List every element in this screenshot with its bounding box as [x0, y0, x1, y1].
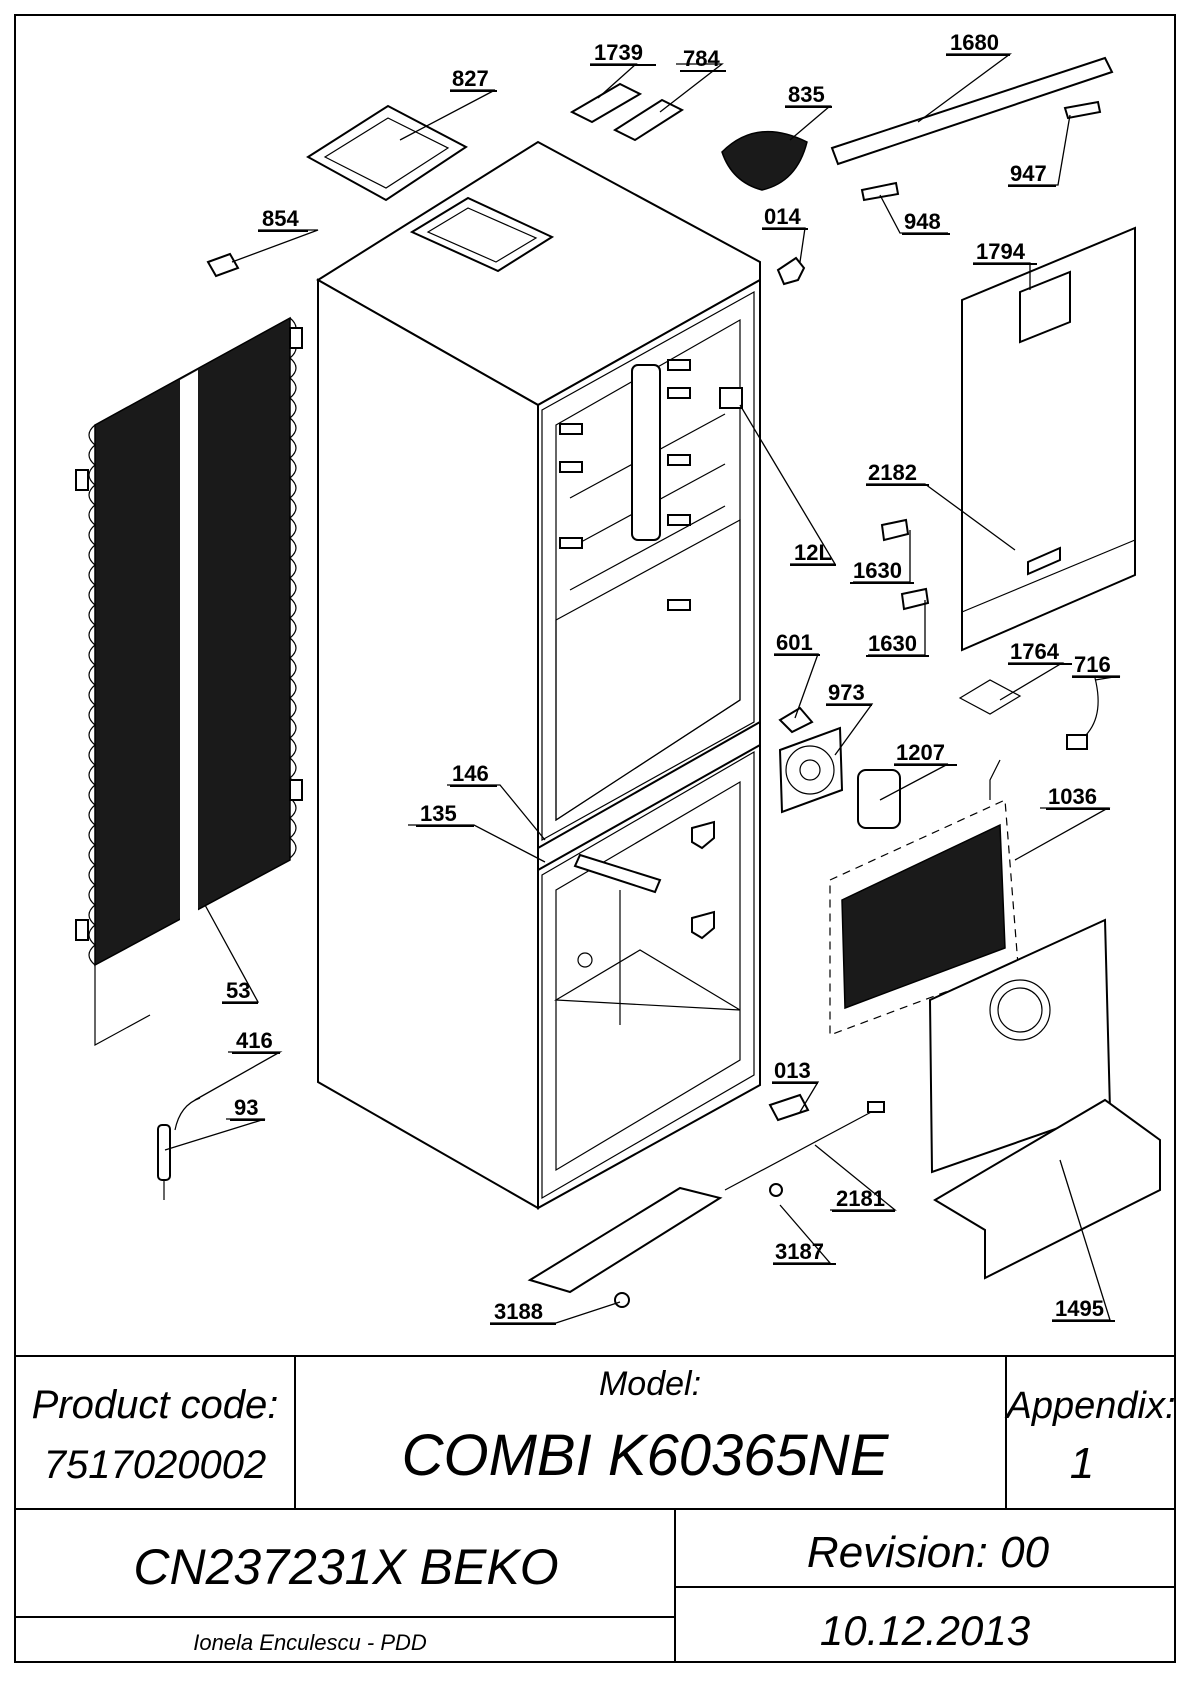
sheet-border	[14, 14, 1176, 1663]
revision: Revision: 00	[807, 1528, 1050, 1577]
product-code-value: 7517020002	[44, 1443, 266, 1487]
product-code-label: Product code:	[32, 1383, 279, 1427]
callout-1036: 1036	[1048, 784, 1097, 809]
callout-716: 716	[1074, 652, 1111, 677]
callout-416: 416	[236, 1028, 273, 1053]
callout-93: 93	[234, 1095, 258, 1120]
callout-013: 013	[774, 1058, 811, 1083]
model-value: COMBI K60365NE	[402, 1423, 890, 1488]
callout-135: 135	[420, 801, 457, 826]
part-code: CN237231X BEKO	[133, 1539, 558, 1595]
callouts: 1739 784 1680 827 835 947 854 014 948 17…	[226, 30, 1111, 1324]
callout-784: 784	[683, 46, 720, 71]
callout-1739: 1739	[594, 40, 643, 65]
callout-12L: 12L	[794, 540, 832, 565]
callout-1630b: 1630	[868, 631, 917, 656]
callout-1495: 1495	[1055, 1296, 1104, 1321]
callout-601: 601	[776, 630, 813, 655]
callout-1794: 1794	[976, 239, 1026, 264]
callout-948: 948	[904, 209, 941, 234]
callout-947: 947	[1010, 161, 1047, 186]
callout-underlines	[222, 54, 1120, 1325]
callout-854: 854	[262, 206, 299, 231]
callout-1764: 1764	[1010, 639, 1060, 664]
callout-2181: 2181	[836, 1186, 885, 1211]
right-parts	[527, 226, 1161, 1308]
title-block	[15, 1355, 1175, 1662]
cabinet-drawing	[316, 140, 761, 1210]
callout-2182: 2182	[868, 460, 917, 485]
callout-014: 014	[764, 204, 801, 229]
top-parts	[306, 56, 1114, 286]
callout-3187: 3187	[775, 1239, 824, 1264]
model-label: Model:	[599, 1365, 701, 1403]
appendix-value: 1	[1070, 1439, 1094, 1488]
callout-1207: 1207	[896, 740, 945, 765]
callout-146: 146	[452, 761, 489, 786]
callout-3188: 3188	[494, 1299, 543, 1324]
callout-835: 835	[788, 82, 825, 107]
callout-973: 973	[828, 680, 865, 705]
callout-53: 53	[226, 978, 250, 1003]
callout-827: 827	[452, 66, 489, 91]
callout-1630a: 1630	[853, 558, 902, 583]
appendix-label: Appendix:	[1004, 1385, 1175, 1427]
author: Ionela Enculescu - PDD	[193, 1630, 427, 1655]
small-parts-left	[157, 252, 240, 1200]
callout-1680: 1680	[950, 30, 999, 55]
date: 10.12.2013	[820, 1607, 1030, 1654]
condenser-coil	[75, 316, 303, 1047]
